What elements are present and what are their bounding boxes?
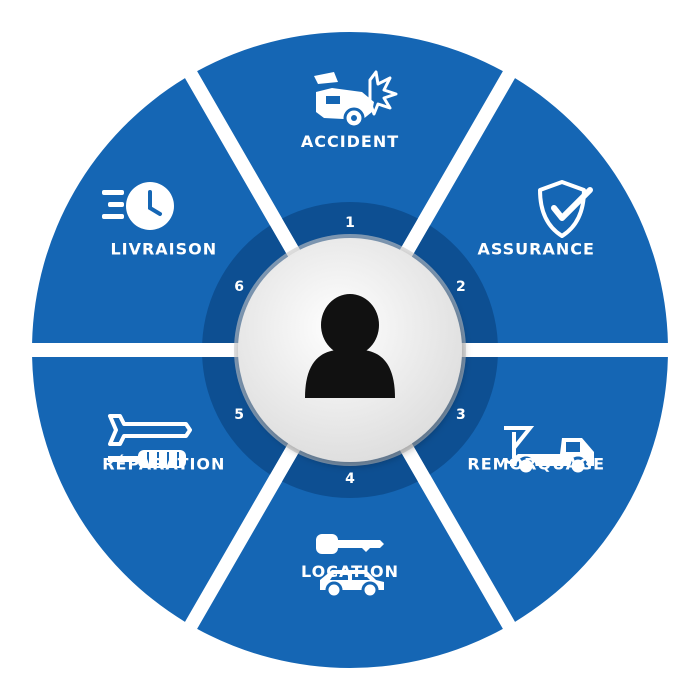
- tools-icon: [108, 414, 192, 468]
- segment-number-2: 2: [456, 279, 466, 295]
- ring-band-5: [202, 356, 291, 475]
- shield-check-icon: [538, 180, 593, 238]
- segment-label-location: LOCATION: [301, 562, 399, 581]
- segment-accident[interactable]: [197, 32, 503, 271]
- person-icon: [305, 294, 395, 398]
- segment-number-1: 1: [345, 215, 355, 231]
- fast-clock-icon: [102, 182, 174, 230]
- center-hub: [234, 234, 466, 466]
- tow-truck-icon: [504, 426, 594, 476]
- ring-band-6: [202, 225, 291, 344]
- segment-location[interactable]: [197, 429, 503, 668]
- segment-label-assurance: ASSURANCE: [477, 240, 594, 259]
- segment-number-4: 4: [345, 471, 355, 487]
- segment-label-livraison: LIVRAISON: [110, 240, 217, 259]
- segment-number-6: 6: [234, 279, 244, 295]
- segment-label-accident: ACCIDENT: [301, 132, 399, 151]
- segment-number-3: 3: [456, 407, 466, 423]
- ring-band-2: [409, 225, 498, 344]
- car-key-icon: [316, 534, 384, 599]
- ring-band-3: [409, 356, 498, 475]
- segment-number-5: 5: [234, 407, 244, 423]
- segment-label-remorquage: REMORQUAGE: [467, 455, 605, 474]
- car-crash-icon: [314, 70, 398, 129]
- icons-layer: [102, 70, 594, 599]
- segment-label-réparation: RÉPARATION: [102, 455, 225, 474]
